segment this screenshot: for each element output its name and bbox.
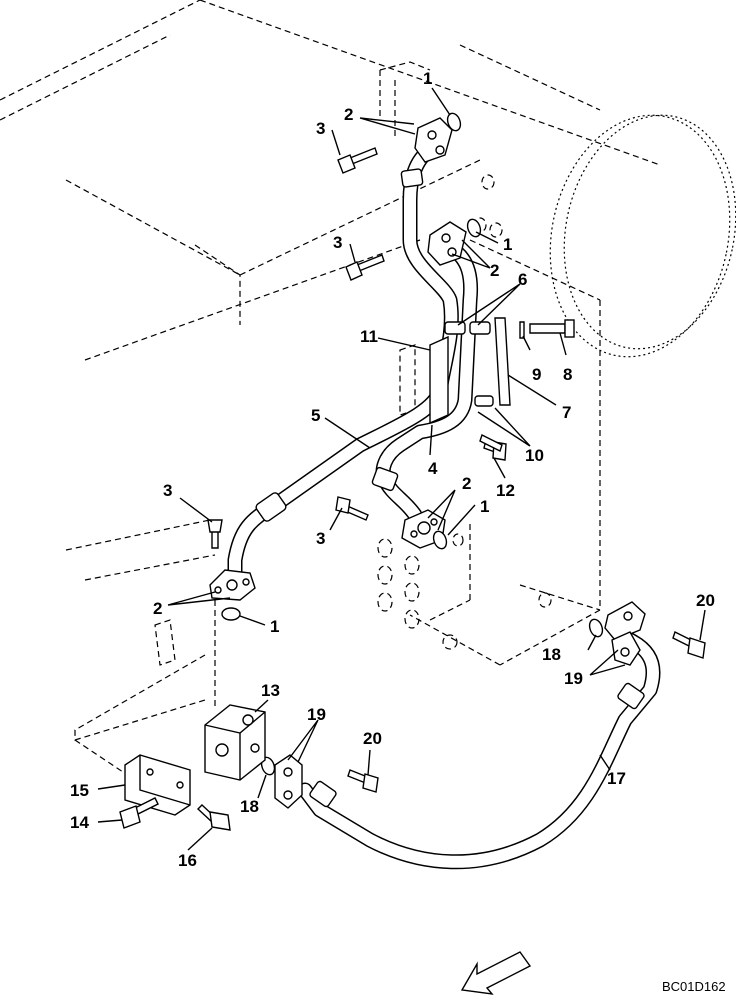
callout-8: 8: [563, 365, 572, 384]
callout-labels: 1 2 3 1 2 3 6 11 9 8 7 10 5 4 12 2 1 3 3…: [70, 69, 715, 870]
callout-1: 1: [503, 235, 512, 254]
tube-4: [371, 240, 479, 523]
bolt-14: [119, 797, 159, 829]
reservoir-disc: [549, 114, 736, 358]
callout-3: 3: [316, 119, 325, 138]
callout-20: 20: [696, 591, 715, 610]
callout-18: 18: [542, 645, 561, 664]
callout-12: 12: [496, 481, 515, 500]
callout-4: 4: [428, 459, 438, 478]
bolt-16: [196, 804, 231, 831]
bolt-20-right: [672, 631, 706, 659]
callout-3: 3: [316, 529, 325, 548]
callout-5: 5: [311, 406, 320, 425]
callout-7: 7: [562, 403, 571, 422]
callout-2: 2: [490, 261, 499, 280]
callout-2: 2: [153, 599, 162, 618]
callout-9: 9: [532, 365, 541, 384]
callout-20: 20: [363, 729, 382, 748]
callout-1: 1: [270, 617, 279, 636]
callout-13: 13: [261, 681, 280, 700]
callout-3: 3: [163, 481, 172, 500]
diagram-code: BC01D162: [662, 979, 726, 994]
callout-6: 6: [518, 270, 527, 289]
callout-19: 19: [564, 669, 583, 688]
callout-1: 1: [480, 497, 489, 516]
tube-17: [297, 632, 661, 870]
callout-10: 10: [525, 446, 544, 465]
flange-19-left: [274, 754, 303, 809]
flange-lower-left: [209, 569, 256, 601]
housing-outline: [0, 0, 661, 791]
callout-19: 19: [307, 705, 326, 724]
callout-16: 16: [178, 851, 197, 870]
callout-17: 17: [607, 769, 626, 788]
callout-11: 11: [360, 327, 378, 346]
bolt-3-group: [207, 147, 385, 549]
callout-14: 14: [70, 813, 89, 832]
o-rings: [221, 112, 604, 776]
callout-1: 1: [423, 69, 432, 88]
junction-block-13: [204, 704, 266, 781]
port-holes: [377, 174, 552, 650]
callout-2: 2: [462, 474, 471, 493]
callout-15: 15: [70, 781, 89, 800]
bolt-12: [479, 434, 503, 452]
flange-19-right: [604, 601, 646, 666]
callout-3: 3: [333, 233, 342, 252]
clamp-assembly: [429, 317, 575, 461]
leader-lines: [97, 87, 706, 851]
callout-18: 18: [240, 797, 259, 816]
bolt-20-left: [347, 769, 379, 793]
bracket-15: [124, 754, 191, 816]
flange-upper: [414, 117, 453, 163]
direction-arrow-icon: [460, 951, 532, 995]
flange-mid: [427, 221, 467, 266]
callout-2: 2: [344, 105, 353, 124]
